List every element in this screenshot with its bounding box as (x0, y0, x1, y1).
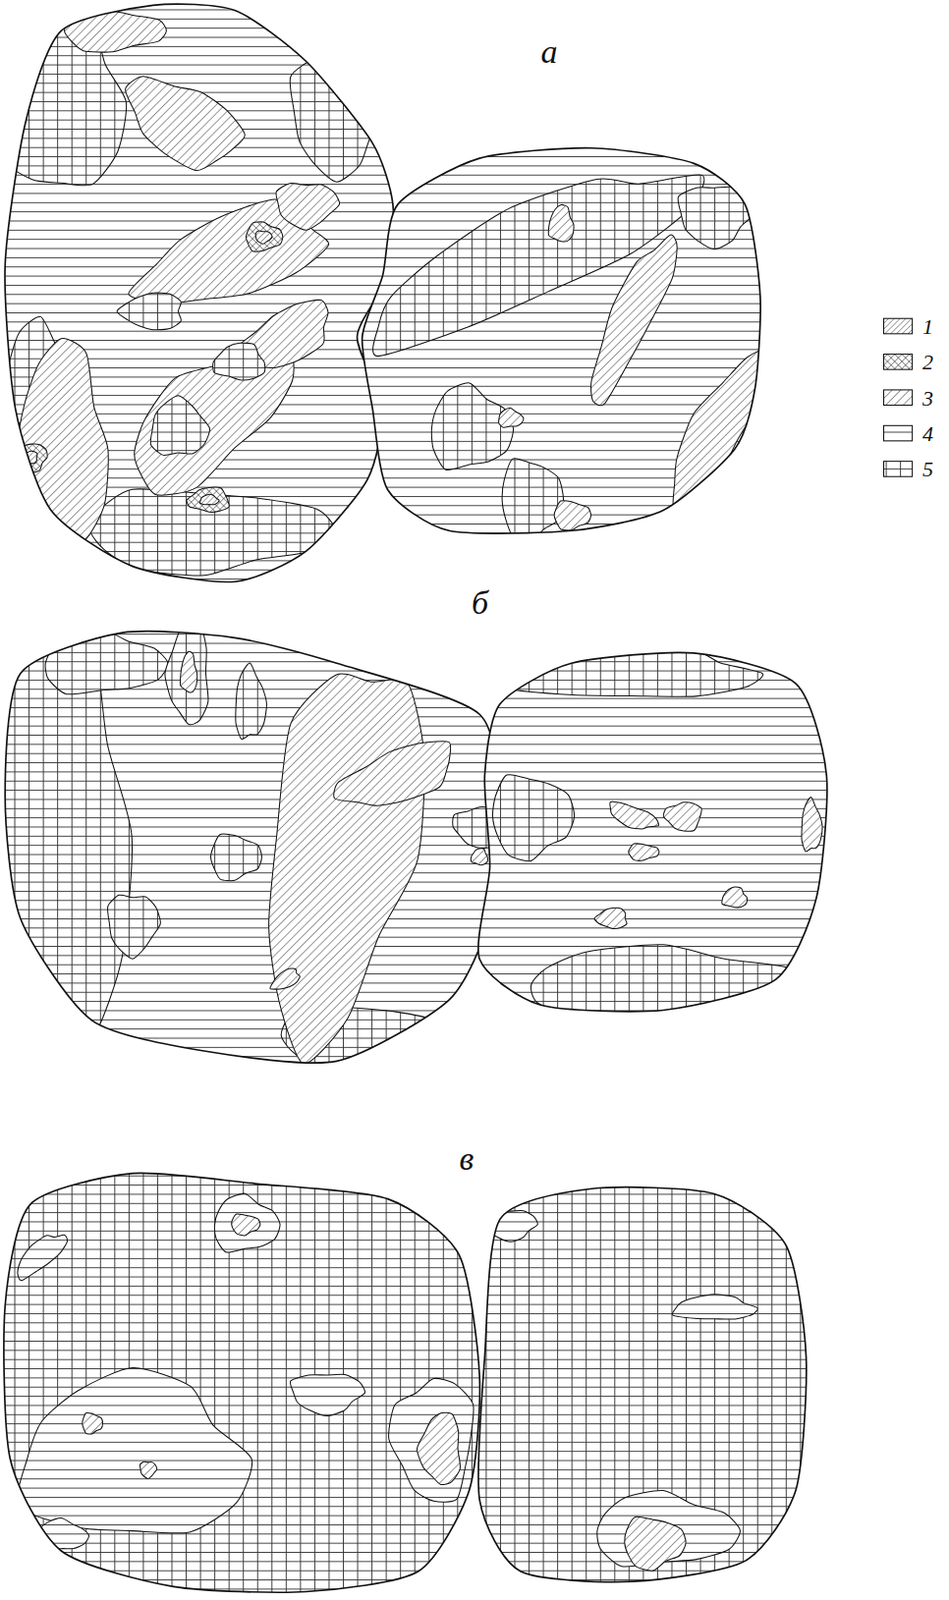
zone-patch (45, 628, 168, 695)
zone-patch (255, 230, 273, 244)
organ-lobe (362, 148, 778, 546)
organ-lobe (478, 645, 828, 1022)
zone-patch (179, 651, 197, 693)
zone-patch (64, 9, 168, 53)
zone-patch (186, 487, 229, 512)
panel-letter: б (471, 586, 489, 620)
zone-patch (672, 348, 777, 510)
lobe-ground (478, 1187, 807, 1583)
zone-patch (671, 1294, 758, 1320)
legend-number: 5 (922, 458, 934, 481)
zone-patch (610, 801, 660, 830)
zone-patch (213, 342, 266, 381)
zone-patch (13, 338, 110, 545)
organ-lobe (0, 0, 393, 582)
zone-patch (235, 663, 268, 740)
zone-patch (269, 673, 426, 1064)
zone-patch (150, 395, 210, 456)
zone-patch (125, 76, 246, 171)
legend-number: 1 (922, 316, 934, 338)
zone-patch (107, 894, 161, 959)
panel-letter: в (458, 1142, 474, 1176)
zone-patch (663, 802, 702, 832)
zone-patch (289, 1374, 365, 1416)
legend-number: 2 (922, 351, 934, 374)
zone-patch (417, 1412, 461, 1485)
zone-patch (231, 1214, 261, 1236)
zone-patch (215, 1193, 281, 1253)
lobe-ground (3, 1172, 480, 1593)
zone-patch (90, 489, 335, 576)
legend-swatch (884, 390, 913, 406)
zone-patch (499, 407, 524, 428)
zone-patch (37, 1517, 90, 1551)
zone-patch (624, 1516, 686, 1571)
zone-patch (199, 494, 220, 505)
zone-patch (16, 1367, 252, 1534)
zone-patch (211, 834, 263, 881)
zone-patch (289, 56, 387, 182)
zone-patch (276, 183, 340, 231)
legend-number: 3 (922, 388, 934, 410)
zone-patch (270, 968, 300, 990)
lobe-outline (362, 148, 761, 534)
zone-patch (389, 1378, 474, 1503)
zone-patch (116, 292, 181, 331)
zone-patch (245, 222, 282, 252)
lobe-outline (3, 1172, 480, 1593)
legend-swatch (884, 318, 913, 335)
lobe-outline (4, 3, 393, 582)
zone-patch (591, 234, 678, 406)
zone-patch (165, 621, 209, 726)
zone-patch (594, 907, 627, 929)
zone-patch (801, 797, 823, 852)
zone-patch (492, 775, 574, 862)
zone-patch (334, 741, 451, 807)
zone-patch (722, 887, 748, 908)
zone-patch (548, 204, 574, 242)
zone-patch (470, 848, 488, 866)
panel-letter: а (541, 35, 559, 69)
organ-lobe (478, 1187, 807, 1583)
lobe-outline (478, 652, 828, 1011)
zone-patch (13, 444, 48, 473)
zone-patch (484, 1211, 538, 1243)
zone-patch (506, 645, 764, 698)
lobe-outline (478, 1187, 807, 1583)
zone-patch (677, 186, 753, 249)
legend-swatch (884, 425, 913, 442)
zone-patch (628, 843, 660, 861)
zone-patch (554, 501, 591, 531)
organ-lobe (0, 585, 505, 1070)
zone-patch (17, 1234, 68, 1281)
zone-patch (82, 1412, 104, 1435)
organ-lobe (3, 1172, 480, 1593)
legend-swatch (884, 461, 913, 478)
legend-number: 4 (922, 423, 934, 446)
zone-patch (139, 1461, 157, 1479)
legend-swatch (884, 354, 913, 371)
lobe-outline (4, 631, 501, 1063)
